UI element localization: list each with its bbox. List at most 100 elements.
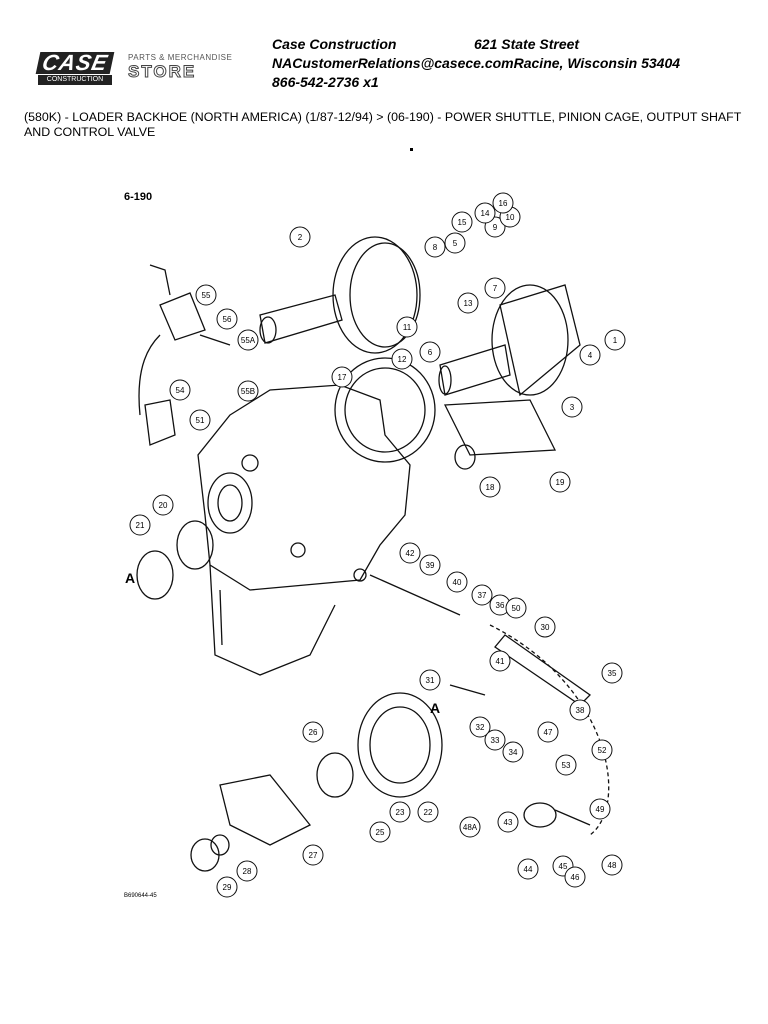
callout-43: 43 bbox=[497, 811, 519, 833]
callout-40: 40 bbox=[446, 571, 468, 593]
svg-text:42: 42 bbox=[406, 549, 415, 558]
callout-39: 39 bbox=[419, 554, 441, 576]
svg-text:14: 14 bbox=[481, 209, 490, 218]
svg-text:33: 33 bbox=[491, 736, 500, 745]
contact-row-3: 866-542-2736 x1 bbox=[272, 73, 752, 92]
svg-text:23: 23 bbox=[396, 808, 405, 817]
callout-17: 17 bbox=[331, 366, 353, 388]
callout-52: 52 bbox=[591, 739, 613, 761]
callout-30: 30 bbox=[534, 616, 556, 638]
svg-text:25: 25 bbox=[376, 828, 385, 837]
svg-text:2: 2 bbox=[298, 233, 303, 242]
svg-text:56: 56 bbox=[223, 315, 232, 324]
callout-44: 44 bbox=[517, 858, 539, 880]
svg-text:11: 11 bbox=[403, 323, 412, 332]
drawing-number: B690644-45 bbox=[124, 893, 157, 899]
svg-text:50: 50 bbox=[512, 604, 521, 613]
callout-15: 15 bbox=[451, 211, 473, 233]
callout-22: 22 bbox=[417, 801, 439, 823]
callout-35: 35 bbox=[601, 662, 623, 684]
callout-14: 14 bbox=[474, 202, 496, 224]
svg-text:6: 6 bbox=[428, 348, 433, 357]
svg-text:37: 37 bbox=[478, 591, 487, 600]
figure-id: 6-190 bbox=[124, 191, 153, 203]
svg-text:41: 41 bbox=[496, 657, 505, 666]
callout-labels: 1 2 3 4 5 6 7 8 9 10 11 12 13 14 15 16 1… bbox=[129, 192, 626, 898]
svg-text:54: 54 bbox=[176, 386, 185, 395]
callout-4: 4 bbox=[579, 344, 601, 366]
callout-2: 2 bbox=[289, 226, 311, 248]
logo-subtitle: CONSTRUCTION bbox=[38, 75, 112, 85]
logo-wordmark: CASE bbox=[35, 50, 115, 75]
svg-text:55B: 55B bbox=[241, 387, 255, 396]
svg-text:30: 30 bbox=[541, 623, 550, 632]
callout-27: 27 bbox=[302, 844, 324, 866]
svg-text:40: 40 bbox=[453, 578, 462, 587]
svg-text:22: 22 bbox=[424, 808, 433, 817]
callout-11: 11 bbox=[396, 316, 418, 338]
callout-56: 56 bbox=[216, 308, 238, 330]
svg-text:48A: 48A bbox=[463, 823, 478, 832]
callout-12: 12 bbox=[391, 348, 413, 370]
callout-34: 34 bbox=[502, 741, 524, 763]
callout-8: 8 bbox=[424, 236, 446, 258]
store-tagline: PARTS & MERCHANDISE bbox=[128, 53, 233, 62]
svg-text:45: 45 bbox=[559, 862, 568, 871]
callout-7: 7 bbox=[484, 277, 506, 299]
callout-55a: 55A bbox=[237, 329, 259, 351]
callout-5: 5 bbox=[444, 232, 466, 254]
company-name: Case Construction bbox=[272, 36, 397, 52]
section-marker-a-2: A bbox=[430, 700, 440, 716]
callout-25: 25 bbox=[369, 821, 391, 843]
callout-51: 51 bbox=[189, 409, 211, 431]
svg-text:31: 31 bbox=[426, 676, 435, 685]
callout-6: 6 bbox=[419, 341, 441, 363]
svg-text:44: 44 bbox=[524, 865, 533, 874]
callout-55b: 55B bbox=[237, 380, 259, 402]
svg-text:34: 34 bbox=[509, 748, 518, 757]
store-word: STORE bbox=[128, 62, 197, 81]
page-header: CASE CONSTRUCTION PARTS & MERCHANDISE ST… bbox=[0, 0, 768, 100]
callout-53: 53 bbox=[555, 754, 577, 776]
svg-text:53: 53 bbox=[562, 761, 571, 770]
callout-23: 23 bbox=[389, 801, 411, 823]
contact-row-1: Case Construction 621 State Street bbox=[272, 35, 752, 54]
svg-text:49: 49 bbox=[596, 805, 605, 814]
callout-55: 55 bbox=[195, 284, 217, 306]
callout-16: 16 bbox=[492, 192, 514, 214]
svg-text:35: 35 bbox=[608, 669, 617, 678]
callout-48a: 48A bbox=[459, 816, 481, 838]
callout-24: 24 bbox=[390, 807, 410, 827]
svg-text:17: 17 bbox=[338, 373, 347, 382]
callout-19: 19 bbox=[549, 471, 571, 493]
callout-54: 54 bbox=[169, 379, 191, 401]
phone-number: 866-542-2736 x1 bbox=[272, 74, 379, 90]
svg-text:1: 1 bbox=[613, 336, 618, 345]
bullet-dot bbox=[410, 148, 413, 151]
svg-text:28: 28 bbox=[243, 867, 252, 876]
svg-text:52: 52 bbox=[598, 746, 607, 755]
svg-text:16: 16 bbox=[499, 199, 508, 208]
callout-13: 13 bbox=[457, 292, 479, 314]
svg-text:5: 5 bbox=[453, 239, 458, 248]
svg-text:51: 51 bbox=[196, 416, 205, 425]
svg-text:7: 7 bbox=[493, 284, 498, 293]
callout-46: 46 bbox=[564, 866, 586, 888]
svg-text:32: 32 bbox=[476, 723, 485, 732]
svg-text:46: 46 bbox=[571, 873, 580, 882]
svg-text:3: 3 bbox=[570, 403, 575, 412]
callout-38: 38 bbox=[569, 699, 591, 721]
callout-3: 3 bbox=[561, 396, 583, 418]
svg-text:19: 19 bbox=[556, 478, 565, 487]
svg-text:18: 18 bbox=[486, 483, 495, 492]
svg-text:9: 9 bbox=[493, 223, 498, 232]
callout-32: 32 bbox=[469, 716, 491, 738]
section-markers: A A bbox=[125, 570, 440, 716]
callout-1: 1 bbox=[604, 329, 626, 351]
callout-29: 29 bbox=[216, 876, 238, 898]
svg-text:20: 20 bbox=[159, 501, 168, 510]
callout-26: 26 bbox=[302, 721, 324, 743]
exploded-parts-diagram: 1 2 3 4 5 6 7 8 9 10 11 12 13 14 15 16 1… bbox=[125, 192, 626, 898]
callout-49: 49 bbox=[589, 798, 611, 820]
svg-text:12: 12 bbox=[398, 355, 407, 364]
